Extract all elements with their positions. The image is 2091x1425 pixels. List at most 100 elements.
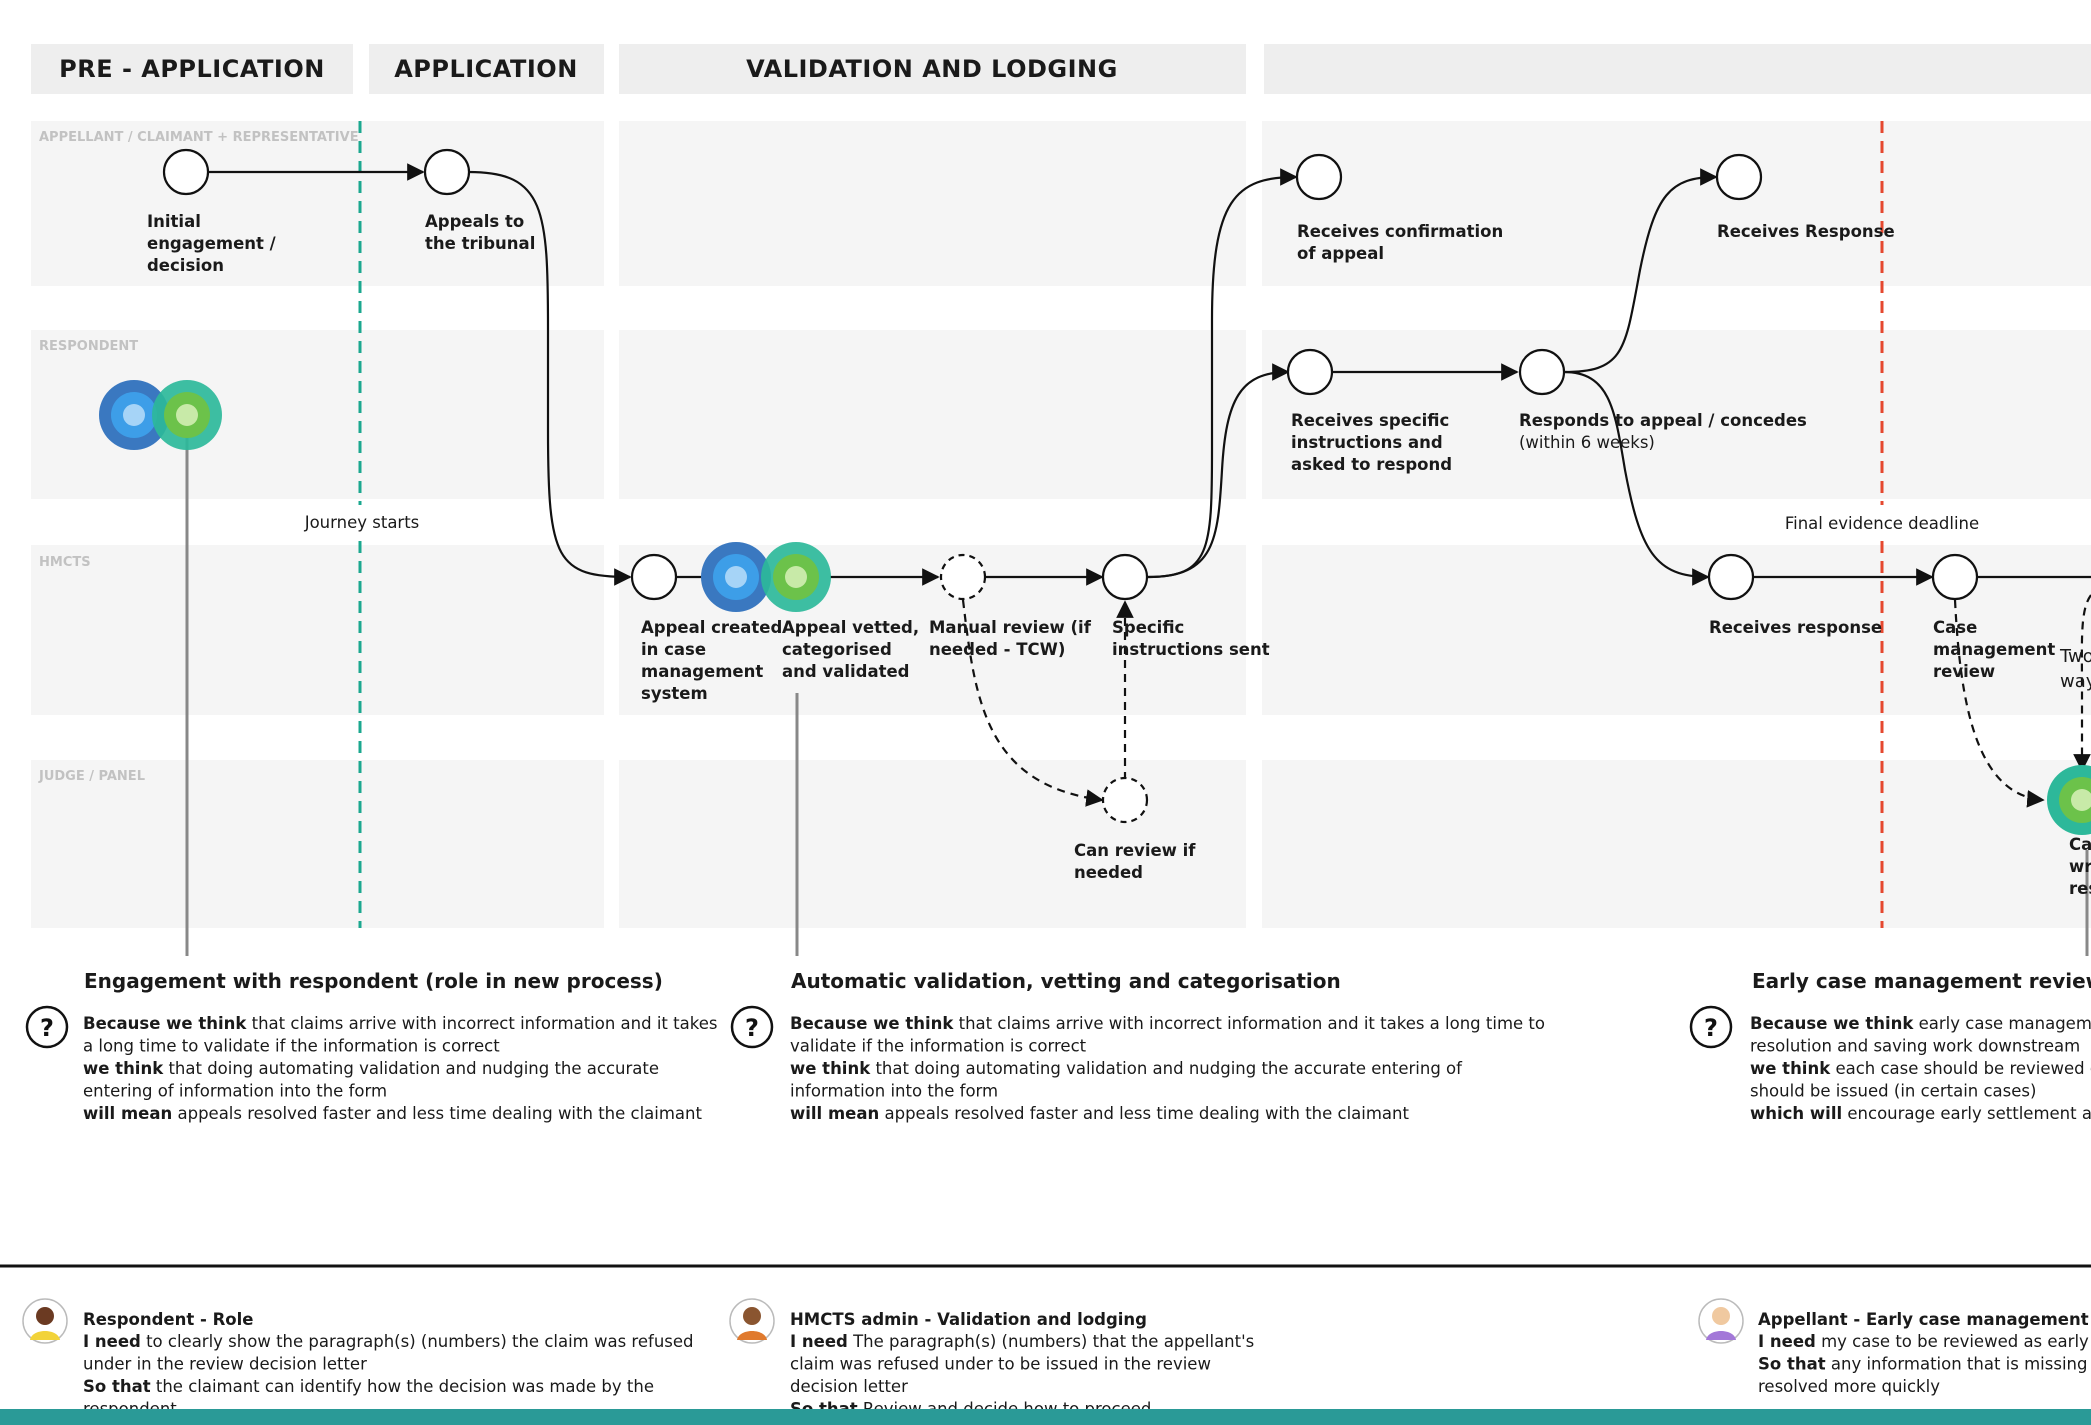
hypothesis-3-line-4-run-1: encourage early settlement and me — [1842, 1104, 2091, 1123]
hypothesis-1-line-3-run-0: entering of information into the form — [83, 1082, 387, 1101]
hypothesis-stems — [185, 415, 2089, 956]
lane-label-hmcts: HMCTS — [39, 555, 91, 570]
story-3-line-1-run-1: any information that is missing can b — [1826, 1355, 2091, 1374]
node-appeals — [423, 148, 471, 196]
svg-text:?: ? — [40, 1014, 54, 1042]
hypothesis-1-line-0-run-1: that claims arrive with incorrect inform… — [246, 1014, 717, 1033]
connector-responds-receives — [1563, 370, 1710, 586]
nodes — [162, 148, 1979, 824]
connector-case-judge-dashed — [1953, 599, 2045, 808]
hypothesis-title-1: Engagement with respondent (role in new … — [84, 969, 663, 993]
hypothesis-body-3: Because we think early case management i… — [1750, 1014, 2091, 1123]
story-2-line-0-run-0: I need — [790, 1332, 848, 1351]
story-3-line-1-run-0: So that — [1758, 1355, 1826, 1374]
svg-text:?: ? — [745, 1014, 759, 1042]
story-body-2: I need The paragraph(s) (numbers) that t… — [790, 1332, 1254, 1419]
hypothesis-3-line-0-run-0: Because we think — [1750, 1014, 1914, 1033]
node-receives-response-app — [1715, 153, 1763, 201]
phase-title-validation: VALIDATION AND LODGING — [746, 55, 1118, 83]
story-1-line-2-run-1: the claimant can identify how the decisi… — [151, 1377, 654, 1396]
hypothesis-marker-respondent — [99, 380, 222, 450]
hypothesis-1-line-1-run-0: a long time to validate if the informati… — [83, 1037, 500, 1056]
avatar — [22, 1298, 68, 1344]
phase-header-validation — [619, 44, 1246, 94]
connector-responds-response-app — [1563, 168, 1718, 374]
story-body-3: I need my case to be reviewed as early a… — [1758, 1332, 2091, 1396]
hypothesis-3-line-0-run-1: early case management is p — [1913, 1014, 2091, 1033]
story-1-line-0-run-1: to clearly show the paragraph(s) (number… — [141, 1332, 694, 1351]
story-1-line-2-run-0: So that — [83, 1377, 151, 1396]
phase-title-pre-application: PRE - APPLICATION — [59, 55, 325, 83]
node-instructions-sent — [1101, 553, 1149, 601]
lane-label-respondent: RESPONDENT — [39, 339, 138, 354]
node-can-review — [1101, 776, 1149, 824]
avatar — [729, 1298, 775, 1344]
connector-appeals-created — [468, 170, 632, 586]
hypothesis-2-line-0-run-0: Because we think — [790, 1014, 954, 1033]
hypothesis-1-line-4-run-0: will mean — [83, 1104, 172, 1123]
lane-label-judge: JUDGE / PANEL — [38, 769, 145, 784]
phase-title-application: APPLICATION — [394, 55, 578, 83]
hypothesis-1-line-2-run-1: that doing automating validation and nud… — [163, 1059, 659, 1078]
hypothesis-1-line-2-run-0: we think — [83, 1059, 164, 1078]
story-body-1: I need to clearly show the paragraph(s) … — [83, 1332, 694, 1419]
story-3-line-0-run-1: my case to be reviewed as early as pos — [1816, 1332, 2091, 1351]
story-title-2: HMCTS admin - Validation and lodging — [790, 1310, 1147, 1329]
story-3-line-0-run-0: I need — [1758, 1332, 1816, 1351]
node-responds — [1518, 348, 1566, 396]
question-icon: ? — [730, 1005, 774, 1049]
node-appeal-created — [630, 553, 678, 601]
lane-label-appellant: APPELLANT / CLAIMANT + REPRESENTATIVE — [39, 130, 359, 145]
markers: Journey starts Final evidence deadline — [295, 121, 1985, 928]
hypothesis-2-line-1-run-0: validate if the information is correct — [790, 1037, 1087, 1056]
hypothesis-3-line-2-run-1: each case should be reviewed early b — [1830, 1059, 2091, 1078]
story-1-line-0-run-0: I need — [83, 1332, 141, 1351]
connectors — [208, 163, 2091, 808]
hypothesis-marker-early-case — [2047, 765, 2091, 835]
node-manual-review — [939, 553, 987, 601]
hypothesis-1-line-0-run-0: Because we think — [83, 1014, 247, 1033]
user-stories: Respondent - Role HMCTS admin - Validati… — [22, 1298, 2091, 1419]
question-icon: ? — [25, 1005, 69, 1049]
hypothesis-3-line-3-run-0: should be issued (in certain cases) — [1750, 1082, 2036, 1101]
hypothesis-3-line-1-run-0: resolution and saving work downstream — [1750, 1037, 2080, 1056]
hypothesis-3-line-2-run-0: we think — [1750, 1059, 1831, 1078]
node-initial — [162, 148, 210, 196]
connector-sent-confirmation — [1147, 168, 1298, 579]
phase-header-next — [1264, 44, 2091, 94]
hypothesis-2-line-4-run-1: appeals resolved faster and less time de… — [879, 1104, 1409, 1123]
phase-header-pre-application — [31, 44, 353, 94]
connector-manual-review-dashed — [961, 599, 1104, 807]
svg-text:?: ? — [1704, 1014, 1718, 1042]
label-receives-response-app: Receives Response — [1717, 222, 1895, 241]
phase-header-application — [369, 44, 604, 94]
label-two-way: Twoway — [2059, 646, 2091, 692]
hypothesis-2-line-2-run-0: we think — [790, 1059, 871, 1078]
phase-headers: PRE - APPLICATION APPLICATION VALIDATION… — [31, 44, 2091, 94]
hypothesis-2-line-4-run-0: will mean — [790, 1104, 879, 1123]
final-deadline-label: Final evidence deadline — [1785, 514, 1979, 533]
story-3-line-2-run-0: resolved more quickly — [1758, 1377, 1940, 1396]
label-responds: Responds to appeal / concedes(within 6 w… — [1519, 411, 1807, 452]
node-case-management — [1931, 553, 1979, 601]
hypothesis-title-3: Early case management review and — [1752, 969, 2091, 993]
story-2-line-1-run-0: claim was refused under to be issued in … — [790, 1355, 1211, 1374]
node-confirmation — [1295, 153, 1343, 201]
node-receives-response — [1707, 553, 1755, 601]
swimlanes: APPELLANT / CLAIMANT + REPRESENTATIVE RE… — [31, 121, 2091, 928]
story-1-line-1-run-0: under in the review decision letter — [83, 1355, 367, 1374]
story-2-line-0-run-1: The paragraph(s) (numbers) that the appe… — [848, 1332, 1254, 1351]
story-2-line-2-run-0: decision letter — [790, 1377, 908, 1396]
hypothesis-body-2: Because we think that claims arrive with… — [790, 1014, 1545, 1123]
label-judge-cut: Carwrres — [2069, 835, 2091, 898]
hypothesis-3-line-4-run-0: which will — [1750, 1104, 1842, 1123]
journey-start-label: Journey starts — [304, 513, 420, 532]
